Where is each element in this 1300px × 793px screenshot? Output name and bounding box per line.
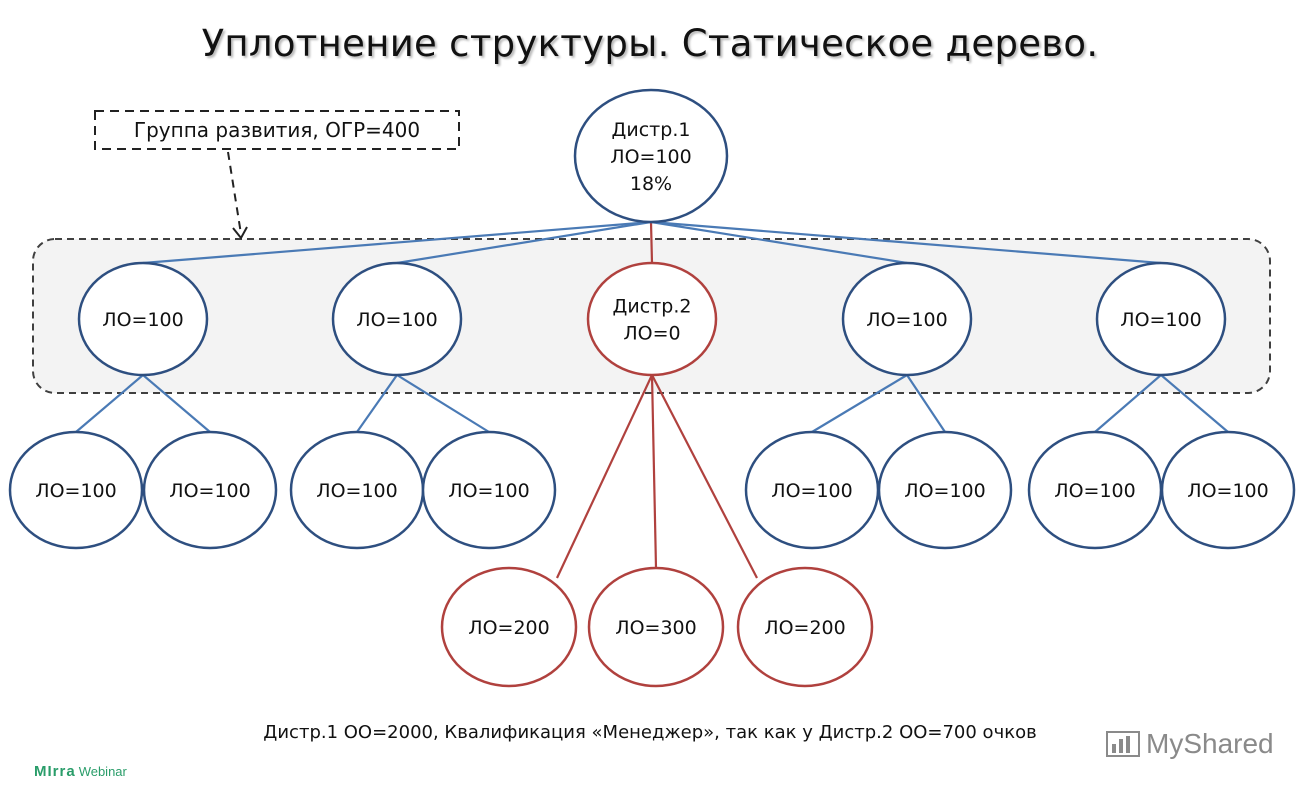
red-leaf-node-2-label: ЛО=300 (615, 617, 696, 639)
red-leaf-node-2-circle (587, 566, 725, 688)
myshared-logo: MyShared (1106, 728, 1274, 760)
leaf-connector-6 (906, 374, 946, 433)
level1-node-1: ЛО=100 (77, 261, 209, 377)
leaf-node-4-circle (421, 430, 557, 550)
leaf-connector-5 (811, 374, 908, 433)
level1-node-1-circle (77, 261, 209, 377)
root-node-distr1-circle (573, 88, 729, 224)
red-leaf-node-1-label: ЛО=200 (468, 617, 549, 639)
root-node-distr1: Дистр.1ЛО=100 18% (573, 88, 729, 224)
level1-node-2-circle (331, 261, 463, 377)
root-connector-4 (650, 220, 908, 265)
leaf-node-2-label: ЛО=100 (169, 480, 250, 502)
leaf-connector-7 (1094, 374, 1162, 433)
red-connector-1 (556, 374, 653, 579)
group-label: Группа развития, ОГР=400 (134, 118, 420, 142)
webinar-text: Webinar (78, 764, 127, 779)
footer-text: Дистр.1 ОО=2000, Квалификация «Менеджер»… (263, 722, 1037, 743)
child-connectors (75, 374, 1229, 579)
red-leaf-node-3: ЛО=200 (736, 566, 874, 688)
root-node-distr1-label: 18% (630, 173, 672, 195)
slide-title: Уплотнение структуры. Статическое дерево… (201, 22, 1099, 65)
leaf-node-6-label: ЛО=100 (904, 480, 985, 502)
red-leaf-node-1: ЛО=200 (440, 566, 578, 688)
myshared-text: MyShared (1146, 728, 1274, 759)
root-node-distr1-label: Дистр.1 (612, 119, 691, 141)
red-leaf-node-1-circle (440, 566, 578, 688)
group-arrow-line (227, 151, 242, 235)
leaf-node-7: ЛО=100 (1027, 430, 1163, 550)
leaf-node-4: ЛО=100 (421, 430, 557, 550)
leaf-node-8: ЛО=100 (1160, 430, 1296, 550)
leaf-node-1-label: ЛО=100 (35, 480, 116, 502)
leaf-node-5-label: ЛО=100 (771, 480, 852, 502)
leaf-node-4-label: ЛО=100 (448, 480, 529, 502)
red-leaf-node-3-label: ЛО=200 (764, 617, 845, 639)
level1-node-3-label: Дистр.2 (613, 296, 692, 318)
level1-node-1-label: ЛО=100 (102, 309, 183, 331)
level1-node-5: ЛО=100 (1095, 261, 1227, 377)
level1-node-4: ЛО=100 (841, 261, 973, 377)
mirra-logo-text: MIrra (34, 763, 76, 780)
level1-node-3-label: ЛО=0 (623, 323, 680, 345)
leaf-node-1: ЛО=100 (8, 430, 144, 550)
leaf-connector-1 (75, 374, 144, 433)
root-connector-5 (650, 220, 1162, 265)
root-connectors (142, 220, 1162, 265)
leaf-node-6-circle (877, 430, 1013, 550)
leaf-node-3: ЛО=100 (289, 430, 425, 550)
leaf-node-2: ЛО=100 (142, 430, 278, 550)
leaf-node-7-label: ЛО=100 (1054, 480, 1135, 502)
root-node-distr1-label: ЛО=100 (610, 146, 691, 168)
group-arrow-head (232, 226, 248, 240)
level1-node-5-circle (1095, 261, 1227, 377)
myshared-chart-icon (1106, 731, 1140, 757)
level1-node-3: Дистр.2ЛО=0 (586, 261, 718, 377)
red-connector-2 (650, 374, 658, 569)
leaf-connector-4 (396, 374, 490, 433)
leaf-node-5: ЛО=100 (744, 430, 880, 550)
footer-caption: Дистр.1 ОО=2000, Квалификация «Менеджер»… (0, 722, 1300, 743)
leaf-node-8-circle (1160, 430, 1296, 550)
leaf-connector-3 (356, 374, 398, 433)
level1-node-5-label: ЛО=100 (1120, 309, 1201, 331)
leaf-node-6: ЛО=100 (877, 430, 1013, 550)
red-leaf-node-2: ЛО=300 (587, 566, 725, 688)
level1-node-2: ЛО=100 (331, 261, 463, 377)
red-connector-3 (651, 374, 758, 579)
root-connector-3 (649, 221, 654, 264)
leaf-node-8-label: ЛО=100 (1187, 480, 1268, 502)
root-connector-1 (142, 220, 652, 265)
group-label-box (94, 110, 460, 150)
level1-node-4-circle (841, 261, 973, 377)
red-leaf-node-3-circle (736, 566, 874, 688)
level1-node-3-circle (586, 261, 718, 377)
leaf-connector-8 (1160, 374, 1229, 433)
level1-node-4-label: ЛО=100 (866, 309, 947, 331)
leaf-connector-2 (142, 374, 211, 433)
level1-node-2-label: ЛО=100 (356, 309, 437, 331)
root-connector-2 (396, 220, 652, 265)
leaf-node-2-circle (142, 430, 278, 550)
leaf-node-1-circle (8, 430, 144, 550)
leaf-node-3-label: ЛО=100 (316, 480, 397, 502)
